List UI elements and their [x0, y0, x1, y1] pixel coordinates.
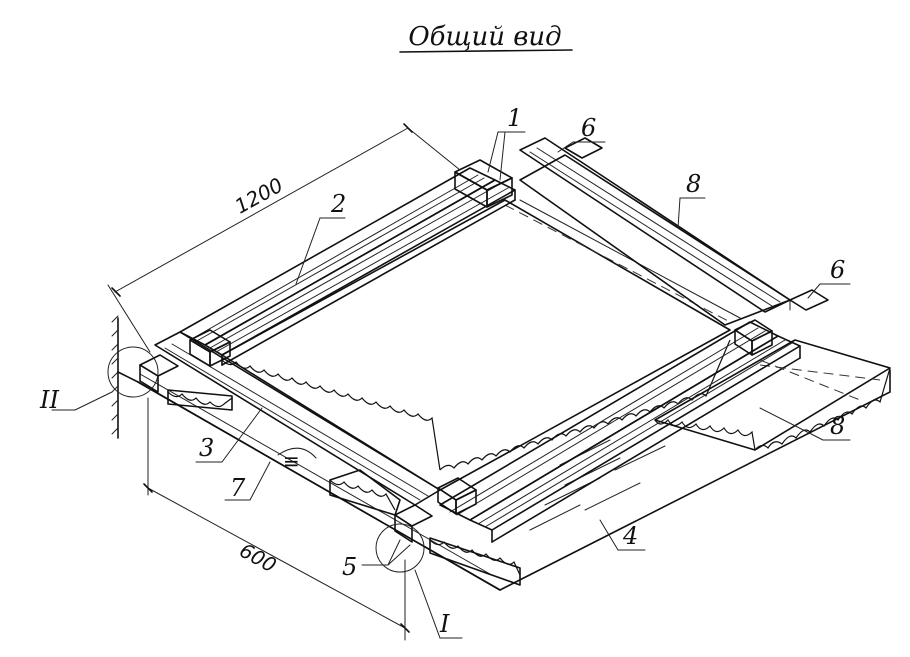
connector-blocks	[139, 137, 829, 543]
callout-5: 5	[342, 553, 357, 581]
detail-label-1: I	[439, 610, 450, 638]
hidden-line	[759, 359, 861, 401]
beam-2	[179, 167, 516, 366]
callout-8-upper: 8	[686, 170, 701, 198]
callout-1: 1	[507, 104, 522, 132]
detail-circle-2	[107, 346, 159, 398]
callout-6-upper: 6	[581, 114, 596, 142]
arc-marks: ≡	[283, 449, 300, 473]
callout-8-lower: 8	[830, 412, 845, 440]
title-underline	[399, 49, 573, 53]
callout-6-lower: 6	[830, 256, 845, 284]
panel-8-upper	[519, 154, 791, 326]
dimension-600: 600	[143, 397, 410, 641]
leader-lines	[51, 131, 851, 639]
honeycomb-edges	[167, 339, 731, 586]
detail-label-2: II	[39, 386, 59, 414]
drawing-title: Общий вид	[408, 22, 561, 52]
section-arc	[277, 447, 317, 459]
callout-4: 4	[622, 522, 638, 550]
callout-3: 3	[199, 434, 214, 462]
dimension-width-label: 600	[235, 538, 280, 578]
dimension-1200: 1200	[107, 123, 461, 353]
detail-circle-1	[375, 523, 425, 573]
callout-7: 7	[230, 474, 246, 502]
callout-2: 2	[330, 190, 346, 218]
wall	[111, 315, 119, 439]
beam-3	[439, 321, 801, 543]
